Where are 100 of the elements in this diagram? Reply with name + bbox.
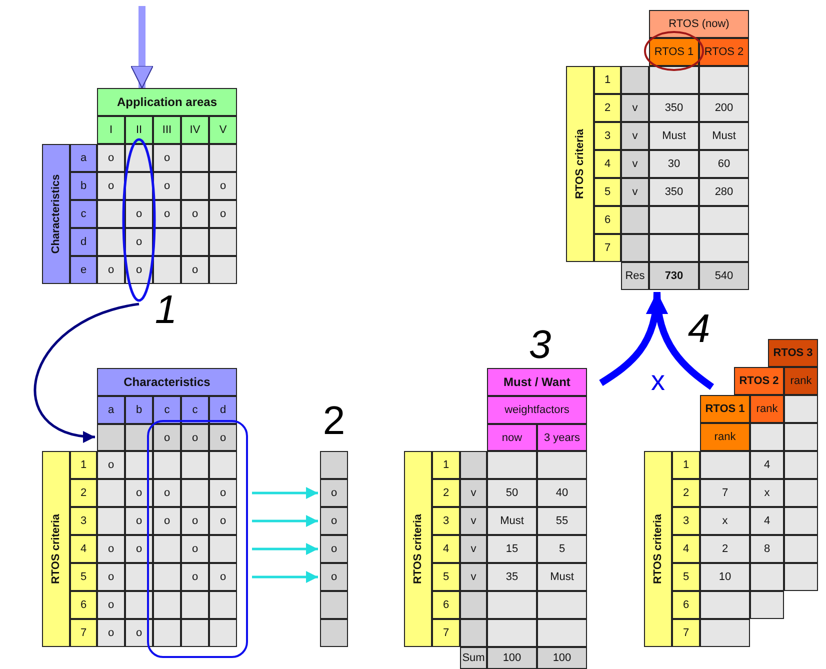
- table-cell: x: [750, 479, 784, 507]
- table-header: Characteristics: [97, 368, 237, 396]
- table-cell: b: [70, 172, 97, 200]
- table-cell: 7: [70, 619, 97, 647]
- table-cell: o: [320, 507, 348, 535]
- table-cell: v: [460, 507, 487, 535]
- table-header: RTOS (now): [649, 10, 749, 38]
- table-cell: 5: [70, 563, 97, 591]
- table-cell: 4: [750, 451, 784, 479]
- table-cell: o: [153, 424, 181, 451]
- table-cell: I: [97, 116, 125, 144]
- table-cell: o: [209, 563, 237, 591]
- table-cell: o: [153, 172, 181, 200]
- table-cell: 1: [432, 451, 460, 479]
- table-cell: 5: [432, 563, 460, 591]
- table-cell: o: [97, 619, 125, 647]
- table-cell: now: [487, 424, 537, 451]
- step-number: 1: [154, 288, 178, 332]
- table-cell: 7: [700, 479, 750, 507]
- data-table: [42, 88, 237, 284]
- table-cell: 55: [537, 507, 587, 535]
- table-cell: o: [181, 535, 209, 563]
- table-cell: o: [320, 479, 348, 507]
- table-cell: o: [125, 507, 153, 535]
- table-cell: 50: [487, 479, 537, 507]
- table-cell: 4: [750, 507, 784, 535]
- table-cell: o: [181, 200, 209, 228]
- rank-sheet: [644, 395, 750, 647]
- table-cell: a: [97, 396, 125, 424]
- side-header: RTOS criteria: [404, 451, 432, 647]
- table-cell: o: [97, 535, 125, 563]
- table-cell: 7: [672, 619, 700, 647]
- table-cell: o: [153, 479, 181, 507]
- table-cell: Sum: [460, 647, 487, 669]
- table-cell: Must: [487, 507, 537, 535]
- table-cell: b: [125, 396, 153, 424]
- table-cell: 6: [432, 591, 460, 619]
- result-column: [320, 451, 348, 647]
- table-cell: 200: [699, 94, 749, 122]
- table-cell: 40: [537, 479, 587, 507]
- table-cell: Must: [649, 122, 699, 150]
- table-cell: c: [153, 396, 181, 424]
- table-cell: o: [209, 507, 237, 535]
- table-cell: 2: [594, 94, 621, 122]
- table-cell: RTOS 1: [649, 38, 699, 66]
- table-header: rank: [750, 395, 784, 423]
- rank-sheet: [734, 367, 784, 619]
- table-cell: 2: [672, 479, 700, 507]
- table-cell: v: [621, 150, 649, 178]
- table-cell: o: [209, 424, 237, 451]
- step-number: 3: [528, 322, 552, 368]
- table-cell: 100: [487, 647, 537, 669]
- table-cell: o: [181, 424, 209, 451]
- table-cell: o: [97, 144, 125, 172]
- selection-ellipse: [122, 138, 156, 302]
- side-header: RTOS criteria: [644, 451, 672, 647]
- table-cell: d: [70, 228, 97, 256]
- table-cell: 30: [649, 150, 699, 178]
- table-cell: 6: [70, 591, 97, 619]
- arrow: [34, 302, 140, 442]
- table-cell: o: [209, 200, 237, 228]
- table-cell: 100: [537, 647, 587, 669]
- table-cell: v: [460, 563, 487, 591]
- table-header: RTOS 1: [700, 395, 750, 423]
- table-header: rank: [784, 367, 818, 395]
- arrow: [252, 571, 318, 583]
- table-cell: o: [125, 619, 153, 647]
- table-cell: 1: [594, 66, 621, 94]
- table-header: weightfactors: [487, 396, 587, 424]
- table-cell: 4: [432, 535, 460, 563]
- table-cell: o: [125, 200, 153, 228]
- table-cell: o: [181, 507, 209, 535]
- table-cell: 4: [594, 150, 621, 178]
- table-cell: 5: [594, 178, 621, 206]
- table-cell: v: [621, 122, 649, 150]
- side-header: Characteristics: [42, 144, 70, 284]
- table-cell: 3 years: [537, 424, 587, 451]
- table-cell: 6: [672, 591, 700, 619]
- table-cell: 4: [70, 535, 97, 563]
- table-header: rank: [700, 423, 750, 451]
- table-cell: 4: [672, 535, 700, 563]
- table-header: RTOS 3: [768, 339, 818, 367]
- table-cell: o: [125, 228, 153, 256]
- table-cell: 540: [699, 262, 749, 290]
- table-cell: v: [621, 94, 649, 122]
- table-cell: Res: [621, 262, 649, 290]
- selection-frame: [147, 420, 248, 658]
- step-number: 2: [322, 398, 346, 444]
- side-header: RTOS criteria: [566, 66, 594, 262]
- table-cell: 5: [672, 563, 700, 591]
- table-cell: o: [320, 563, 348, 591]
- table-cell: o: [125, 535, 153, 563]
- table-cell: x: [700, 507, 750, 535]
- table-cell: III: [153, 116, 181, 144]
- table-cell: 60: [699, 150, 749, 178]
- table-cell: 350: [649, 94, 699, 122]
- data-table: [566, 10, 749, 290]
- arrow: [647, 292, 714, 390]
- table-cell: 1: [70, 451, 97, 479]
- table-cell: 10: [700, 563, 750, 591]
